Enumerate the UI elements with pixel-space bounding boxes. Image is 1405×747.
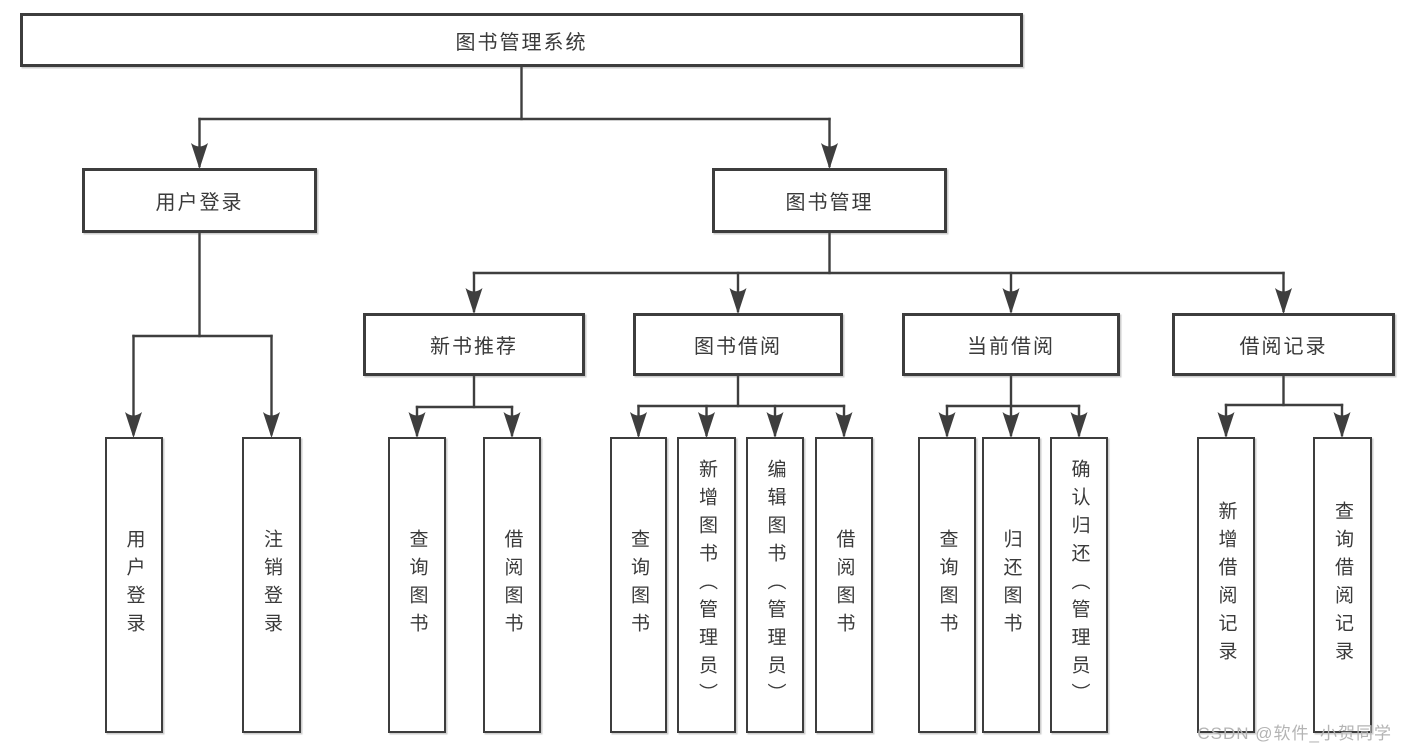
leaf-query-books-current-label: 查询图书: [936, 529, 958, 641]
leaf-query-books-borrow-label: 查询图书: [628, 529, 649, 641]
leaf-edit-books-admin: 编辑图书（管理员）: [746, 437, 804, 733]
node-book-borrowing: 图书借阅: [633, 313, 843, 376]
leaf-add-borrow-record: 新增借阅记录: [1197, 437, 1255, 733]
node-current-borrowing: 当前借阅: [902, 313, 1120, 376]
leaf-user-login-label: 用户登录: [123, 529, 145, 641]
leaf-user-login: 用户登录: [105, 437, 163, 733]
node-new-book-recommendation: 新书推荐: [363, 313, 585, 376]
leaf-add-books-admin-label: 新增图书（管理员）: [696, 459, 717, 711]
leaf-confirm-return-admin-label: 确认归还（管理员）: [1068, 459, 1090, 711]
leaf-add-borrow-record-label: 新增借阅记录: [1215, 501, 1237, 669]
node-library-system: 图书管理系统: [20, 13, 1023, 67]
leaf-confirm-return-admin: 确认归还（管理员）: [1050, 437, 1108, 733]
leaf-borrow-books-label: 借阅图书: [833, 529, 855, 641]
leaf-return-books-label: 归还图书: [1000, 529, 1022, 641]
node-library-system-label: 图书管理系统: [455, 31, 588, 54]
node-book-borrowing-label: 图书借阅: [694, 336, 782, 358]
node-borrowing-records: 借阅记录: [1172, 313, 1395, 376]
leaf-logout: 注销登录: [242, 437, 301, 733]
leaf-edit-books-admin-label: 编辑图书（管理员）: [764, 459, 786, 711]
leaf-borrow-books-recommend-label: 借阅图书: [501, 529, 523, 641]
leaf-return-books: 归还图书: [982, 437, 1040, 733]
leaf-query-books-recommend: 查询图书: [388, 437, 446, 733]
leaf-query-books-current: 查询图书: [918, 437, 976, 733]
leaf-query-borrow-record: 查询借阅记录: [1313, 437, 1372, 733]
leaf-logout-label: 注销登录: [261, 529, 282, 641]
leaf-add-books-admin: 新增图书（管理员）: [677, 437, 736, 733]
csdn-watermark: CSDN @软件_小贺同学: [1197, 724, 1392, 743]
node-user-login-label: 用户登录: [155, 192, 244, 214]
node-book-management-label: 图书管理: [785, 192, 874, 214]
leaf-borrow-books: 借阅图书: [815, 437, 873, 733]
node-book-management: 图书管理: [712, 168, 947, 233]
leaf-borrow-books-recommend: 借阅图书: [483, 437, 541, 733]
node-current-borrowing-label: 当前借阅: [967, 336, 1055, 358]
node-borrowing-records-label: 借阅记录: [1239, 336, 1328, 358]
leaf-query-books-borrow: 查询图书: [610, 437, 667, 733]
leaf-query-books-recommend-label: 查询图书: [406, 529, 428, 641]
leaf-query-borrow-record-label: 查询借阅记录: [1332, 501, 1353, 669]
node-user-login: 用户登录: [82, 168, 317, 233]
node-new-book-recommendation-label: 新书推荐: [430, 336, 518, 358]
